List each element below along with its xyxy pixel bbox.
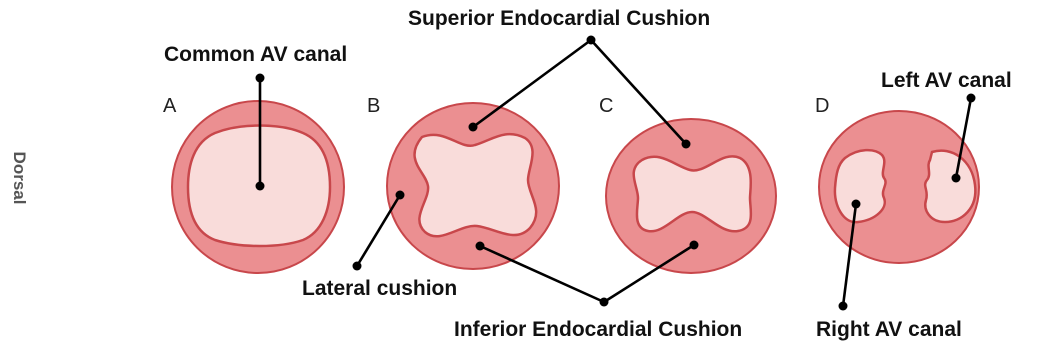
dorsal-label: Dorsal	[10, 152, 29, 205]
dot-superior-c	[682, 140, 691, 149]
leader-lateral-cushion	[357, 195, 400, 266]
label-right-av-canal: Right AV canal	[816, 318, 962, 341]
panel-d-right-canal	[835, 150, 886, 222]
dot-common-canal-top	[256, 74, 265, 83]
dot-inferior-b	[476, 242, 485, 251]
dot-right-canal-bottom	[839, 302, 848, 311]
dot-inferior-c	[690, 241, 699, 250]
dot-left-canal	[952, 174, 961, 183]
dot-inferior-apex	[600, 298, 609, 307]
dot-common-canal-center	[256, 182, 265, 191]
leader-superior-to-b	[473, 40, 591, 127]
panel-label-b: B	[367, 95, 380, 117]
leader-inferior-to-b	[480, 246, 604, 302]
panel-label-c: C	[599, 95, 613, 117]
panel-b-canal-cross	[415, 134, 537, 236]
dot-left-canal-top	[967, 94, 976, 103]
panel-d-heart	[819, 111, 979, 263]
panel-label-d: D	[815, 95, 829, 117]
label-lateral-cushion: Lateral cushion	[302, 277, 457, 300]
dot-right-canal	[852, 200, 861, 209]
dot-superior-b	[469, 123, 478, 132]
label-left-av-canal: Left AV canal	[881, 69, 1012, 92]
label-superior-cushion: Superior Endocardial Cushion	[408, 7, 710, 30]
dot-superior-apex	[587, 36, 596, 45]
panel-c-heart	[606, 119, 776, 273]
panel-label-a: A	[163, 95, 177, 117]
dot-lateral-b	[396, 191, 405, 200]
dot-lateral-end	[353, 262, 362, 271]
label-inferior-cushion: Inferior Endocardial Cushion	[454, 318, 742, 341]
label-common-av-canal: Common AV canal	[164, 43, 347, 66]
leader-superior-to-c	[591, 40, 686, 144]
